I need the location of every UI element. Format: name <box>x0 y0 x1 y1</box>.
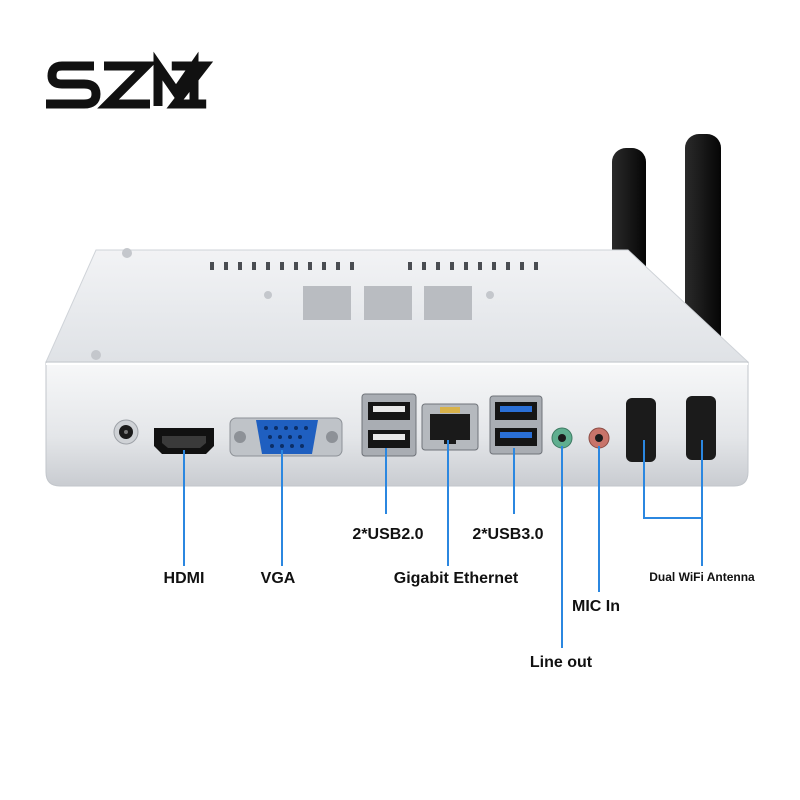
label-hdmi: HDMI <box>164 570 205 587</box>
label-mic-in: MIC In <box>572 598 620 615</box>
rj45-port-icon <box>421 403 479 451</box>
antenna-bases <box>626 396 716 462</box>
line-out-jack-icon <box>551 427 573 449</box>
usb3-port-icon <box>489 395 543 455</box>
logo-letter-z <box>166 61 214 109</box>
hdmi-port-icon <box>154 428 214 454</box>
dc-power-jack-icon <box>113 419 139 445</box>
usb2-port-icon <box>361 393 417 457</box>
szmz-logo <box>46 51 214 109</box>
label-vga: VGA <box>261 570 296 587</box>
label-line-out: Line out <box>530 654 593 671</box>
label-wifi: Dual WiFi Antenna <box>649 570 755 584</box>
mic-in-jack-icon <box>588 427 610 449</box>
vent-slots <box>210 262 538 270</box>
label-usb3: 2*USB3.0 <box>472 526 543 543</box>
center-vent-grid <box>303 286 472 320</box>
vga-port-icon <box>229 417 343 457</box>
callout-lines <box>183 440 703 648</box>
label-ethernet: Gigabit Ethernet <box>394 570 519 587</box>
screws <box>91 248 494 360</box>
label-usb2: 2*USB2.0 <box>352 526 423 543</box>
